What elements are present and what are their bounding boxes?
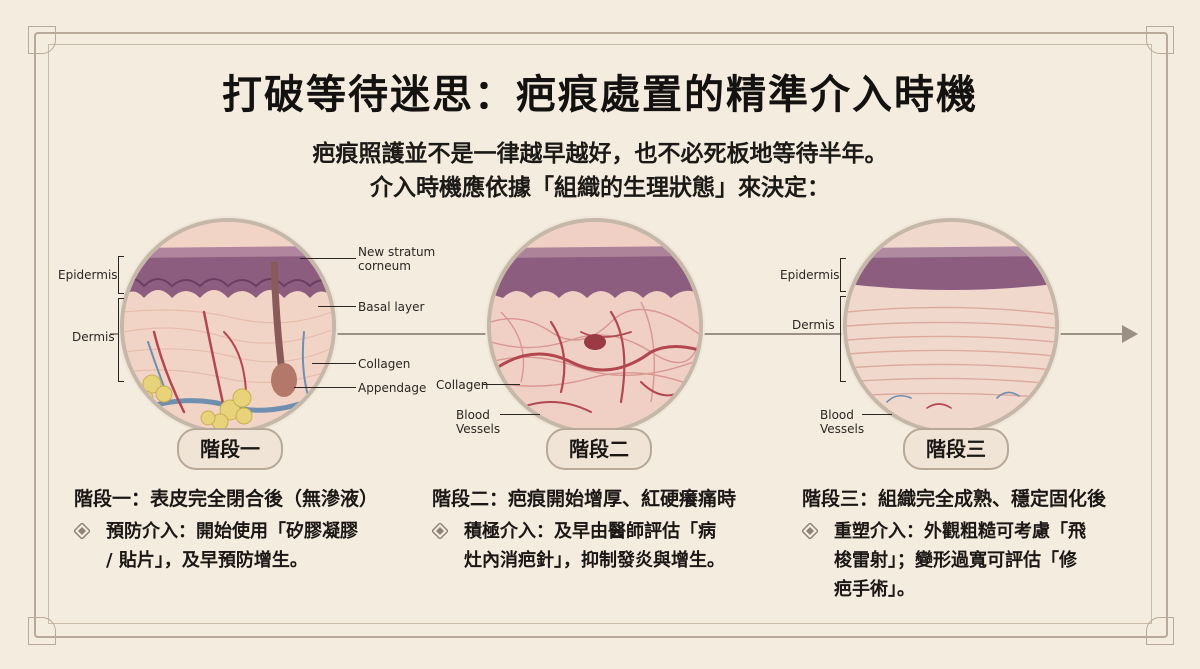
stage-1-detail-line-1: 預防介入：開始使用「矽膠凝膠 [106,521,358,542]
stage-1-detail-line-2: / 貼片」，及早預防增生。 [106,550,308,571]
stratum-label-line-1: New stratum [358,245,436,259]
dermis-label: Dermis [72,330,115,344]
epidermis-bracket [118,256,124,294]
blood-vessels-leader-line [862,414,892,415]
stage-3-detail: 重塑介入：外觀粗糙可考慮「飛 梭雷射」；變形過寬可評估「修 疤手術」。 [798,517,1164,604]
stage-1-skin-illustration [120,218,336,434]
frame-corner-ornament [1146,617,1174,645]
epidermis-label: Epidermis [58,268,118,282]
basal-layer-label: Basal layer [358,300,425,314]
blood-vessels-label: Blood Vessels [456,408,500,436]
stage-2-skin-illustration [487,218,703,434]
stratum-leader-line [300,258,356,259]
blood-vessels-leader-line [500,414,540,415]
stage-2-detail: 積極介入：及早由醫師評估「病 灶內消疤針」，抑制發炎與增生。 [428,517,794,575]
stratum-label-line-2: corneum [358,259,411,273]
dermis-bracket [840,296,846,382]
blood-vessels-label-line-2: Vessels [456,422,501,436]
stage-2-badge: 階段二 [546,428,652,470]
frame-corner-ornament [28,26,56,54]
blood-vessels-label-line-1: Blood [820,408,854,422]
inner-frame [48,44,1152,624]
dermis-bracket [118,298,124,382]
dermis-label: Dermis [792,318,835,332]
subtitle-line-1: 疤痕照護並不是一律越早越好，也不必死板地等待半年。 [312,141,888,167]
stage-3-heading: 階段三：組織完全成熟、穩定固化後 [802,488,1107,510]
stage-2-heading: 階段二：疤痕開始增厚、紅硬癢痛時 [432,488,737,510]
stage-1-detail: 預防介入：開始使用「矽膠凝膠 / 貼片」，及早預防增生。 [70,517,436,575]
collagen-leader-line [312,363,356,364]
diamond-bullet-icon [432,523,448,539]
appendage-label: Appendage [358,381,427,395]
epidermis-bracket [840,258,846,292]
stage-1-badge: 階段一 [177,428,283,470]
page-title: 打破等待迷思：疤痕處置的精準介入時機 [222,72,978,118]
outer-frame [34,32,1168,638]
diamond-bullet-icon [74,523,90,539]
epidermis-label: Epidermis [780,268,840,282]
stage-3-detail-line-1: 重塑介入：外觀粗糙可考慮「飛 [834,521,1086,542]
stage-2-detail-line-2: 灶內消疤針」，抑制發炎與增生。 [464,550,725,571]
collagen-leader-line [482,384,520,385]
stage-3-detail-line-3: 疤手術」。 [834,579,915,600]
timeline-arrow-icon [1122,325,1138,343]
blood-vessels-label-line-1: Blood [456,408,490,422]
collagen-label: Collagen [436,378,489,392]
stage-3-badge: 階段三 [903,428,1009,470]
stage-2-detail-line-1: 積極介入：及早由醫師評估「病 [464,521,716,542]
frame-corner-ornament [28,617,56,645]
frame-corner-ornament [1146,26,1174,54]
stratum-label: New stratum corneum [358,245,435,273]
blood-vessels-label-line-2: Vessels [820,422,865,436]
subtitle-line-2: 介入時機應依據「組織的生理狀態」來決定： [370,175,830,201]
stage-1-heading: 階段一：表皮完全閉合後（無滲液） [74,488,379,510]
blood-vessels-label: Blood Vessels [820,408,864,436]
appendage-leader-line [294,387,356,388]
diamond-bullet-icon [802,523,818,539]
collagen-label: Collagen [358,357,411,371]
basal-leader-line [318,306,356,307]
stage-3-skin-illustration [843,218,1059,434]
stage-3-detail-line-2: 梭雷射」；變形過寬可評估「修 [834,550,1077,571]
